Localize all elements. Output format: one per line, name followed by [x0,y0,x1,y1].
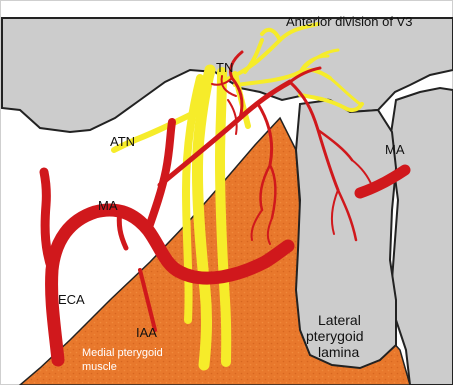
label-atn: ATN [110,134,135,149]
label-ma-right: MA [385,142,405,157]
label-lateral-pterygoid-line1: Lateral [318,312,361,328]
label-lateral-pterygoid-line3: lamina [318,344,359,360]
label-lateral-pterygoid-line2: pterygoid [306,328,364,344]
label-anterior-division-v3: Anterior division of V3 [286,14,412,29]
label-iaa: IAA [136,325,157,340]
label-eca: ECA [58,292,85,307]
label-tn: TN [216,60,233,75]
label-ma-left: MA [98,198,118,213]
label-medial-pterygoid-line1: Medial pterygoid [82,347,163,359]
label-medial-pterygoid-line2: muscle [82,361,117,373]
